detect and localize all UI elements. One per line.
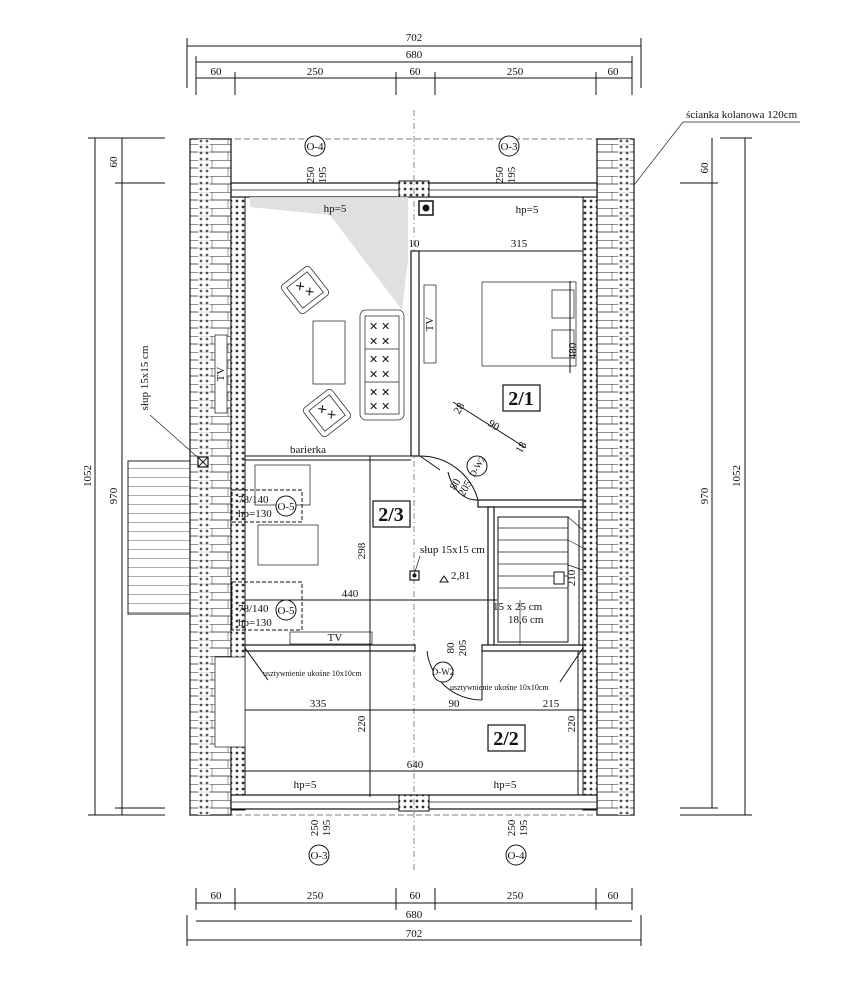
stairs-step: 15 x 25 cm <box>493 601 543 613</box>
win-bl-a: 250 <box>309 819 321 836</box>
hp-bottom-left: hp=5 <box>294 779 317 791</box>
post-center-label: słup 15x15 cm <box>420 544 485 556</box>
hall-width: 440 <box>342 588 359 600</box>
door-bottom-a: 80 <box>445 642 457 654</box>
stair-height: 210 <box>566 569 578 586</box>
post-left-label: słup 15x15 cm <box>139 345 151 410</box>
interior-walls <box>244 250 584 683</box>
bottom-seg-5: 60 <box>608 890 620 902</box>
room21-width: 315 <box>511 238 528 250</box>
room22-width: 640 <box>407 759 424 771</box>
bottom-seg-3: 60 <box>410 890 422 902</box>
window-box-1 <box>231 489 303 523</box>
level-mark: 2,81 <box>451 570 470 582</box>
axis-bottom-right: O-4 <box>507 850 525 862</box>
window2-hp: hp=130 <box>238 617 272 629</box>
top-seg-1: 60 <box>211 66 223 78</box>
knee-wall-label: ścianka kolanowa 120cm <box>686 109 798 121</box>
win-tl-b: 195 <box>317 166 329 183</box>
bottom-seg-1: 60 <box>211 890 223 902</box>
svg-text:✕ ✕: ✕ ✕ <box>369 354 390 366</box>
bottom-dimensions: 60 250 60 250 60 680 702 <box>186 888 642 946</box>
axis-top-right: O-3 <box>500 141 518 153</box>
right-inner-dim: 970 <box>699 487 711 504</box>
room22-h-right: 220 <box>566 715 578 732</box>
window2-size: 78/140 <box>238 603 269 615</box>
window1-hp: hp=130 <box>238 508 272 520</box>
barrier-label: barierka <box>290 444 326 456</box>
doors <box>419 455 483 701</box>
room-2-3-label: 2/3 <box>378 504 404 526</box>
left-overall-dim: 1052 <box>82 465 94 487</box>
bottom-seg-2: 250 <box>307 890 324 902</box>
room22-right: 215 <box>543 698 560 710</box>
axis-bottom-left: O-3 <box>310 850 328 862</box>
win-br-a: 250 <box>506 819 518 836</box>
axis-window-2: O-5 <box>277 605 295 617</box>
right-overall-dim: 1052 <box>731 465 743 487</box>
svg-text:✕ ✕: ✕ ✕ <box>369 321 390 333</box>
left-dimensions: 1052 970 60 <box>82 137 165 816</box>
bottom-overall-dim: 702 <box>406 928 423 940</box>
room21-depth: 480 <box>567 342 579 359</box>
hp-bottom-right: hp=5 <box>494 779 517 791</box>
top-inner-dim: 680 <box>406 49 423 61</box>
door-bottom-b: 205 <box>457 639 469 656</box>
door-bottom-label: D-W2 <box>432 667 455 677</box>
axis-window-1: O-5 <box>277 501 295 513</box>
window-light-cone <box>250 197 408 310</box>
room-2-2-label: 2/2 <box>493 728 519 750</box>
axis-markers <box>275 135 527 866</box>
brace-right-label: usztywnienie ukośne 10x10cm <box>450 683 549 692</box>
window-box-2 <box>231 581 303 631</box>
window1-size: 78/140 <box>238 494 269 506</box>
right-top-dim: 60 <box>699 162 711 174</box>
bottom-seg-4: 250 <box>507 890 524 902</box>
left-top-dim: 60 <box>108 156 120 168</box>
room22-h-left: 220 <box>356 715 368 732</box>
knee-wall-right <box>582 182 598 811</box>
top-seg-2: 250 <box>307 66 324 78</box>
hp-top-right: hp=5 <box>516 204 539 216</box>
svg-text:✕ ✕: ✕ ✕ <box>369 336 390 348</box>
svg-text:✕ ✕: ✕ ✕ <box>369 369 390 381</box>
room22-left: 335 <box>310 698 327 710</box>
stairs <box>497 516 584 645</box>
bottom-inner-dim: 680 <box>406 909 423 921</box>
tv-left: TV <box>215 367 227 382</box>
brace-left-label: usztywnienie ukośne 10x10cm <box>263 669 362 678</box>
insulation-right <box>618 139 630 815</box>
top-seg-3: 60 <box>410 66 422 78</box>
top-overall-dim: 702 <box>406 32 423 44</box>
svg-text:✕ ✕: ✕ ✕ <box>369 401 390 413</box>
tv-hall: TV <box>328 632 343 644</box>
win-bl-b: 195 <box>321 819 333 836</box>
axis-top-left: O-4 <box>306 141 324 153</box>
room21-wall: 10 <box>409 238 421 250</box>
hall-height: 298 <box>356 542 368 559</box>
hp-top-left: hp=5 <box>324 203 347 215</box>
left-inner-dim: 970 <box>108 487 120 504</box>
terrace <box>127 460 199 615</box>
right-dimensions: 1052 970 60 <box>680 137 752 816</box>
win-tl-a: 250 <box>305 166 317 183</box>
room22-door: 90 <box>449 698 461 710</box>
room-2-1-label: 2/1 <box>508 388 534 410</box>
stairs-rise: 18,6 cm <box>508 614 544 626</box>
win-br-b: 195 <box>518 819 530 836</box>
top-seg-4: 250 <box>507 66 524 78</box>
tv-living: TV <box>424 317 436 332</box>
win-tr-b: 195 <box>506 166 518 183</box>
insulation-left <box>198 139 210 815</box>
top-seg-5: 60 <box>608 66 620 78</box>
svg-text:✕ ✕: ✕ ✕ <box>369 387 390 399</box>
win-tr-a: 250 <box>494 166 506 183</box>
top-dimensions: 702 680 60 250 60 250 60 <box>186 32 642 95</box>
